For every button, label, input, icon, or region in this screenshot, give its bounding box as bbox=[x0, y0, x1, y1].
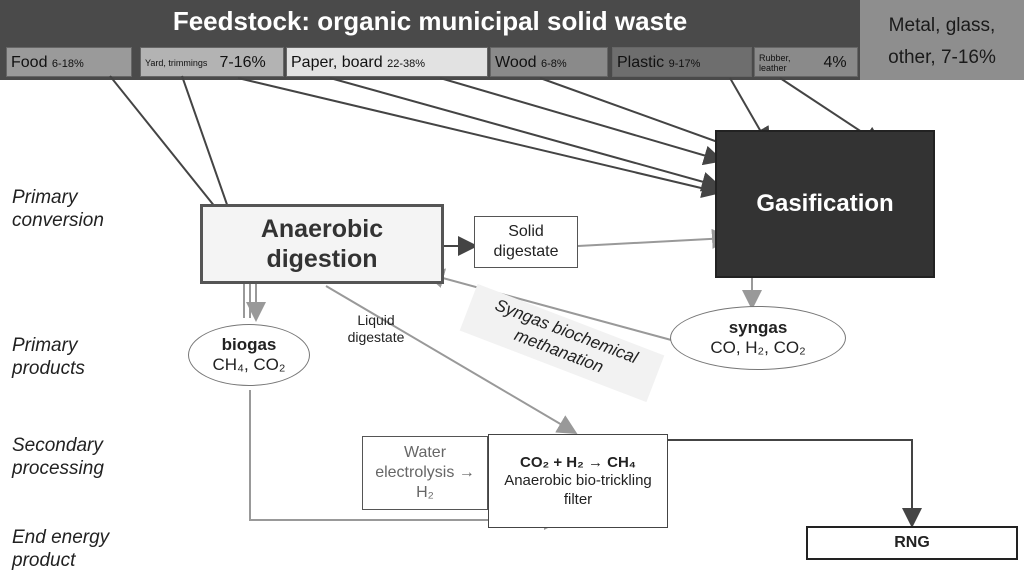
gasification-label: Gasification bbox=[756, 190, 894, 217]
arrow-syngas-anaerobic bbox=[424, 268, 687, 345]
liquid-digestate-label: Liquid digestate bbox=[347, 312, 405, 345]
category-name: Wood bbox=[495, 54, 537, 71]
arrow-paper-gasification-2 bbox=[439, 77, 724, 166]
stage-primary-conversion: Primary conversion bbox=[12, 187, 104, 231]
arrow-filter-rng bbox=[668, 439, 922, 528]
category-food: Food 6-18% bbox=[6, 47, 132, 77]
anaerobic-digestion-label: Anaerobic digestion bbox=[260, 215, 384, 273]
category-yard: Yard, trimmings 7-16% bbox=[140, 47, 284, 77]
biogas-label: biogas bbox=[221, 335, 277, 354]
category-pct: 6-8% bbox=[540, 58, 567, 70]
category-pct: 7-16% bbox=[219, 54, 266, 71]
arrow-liquid-filter bbox=[325, 285, 578, 435]
metal-glass-label: Metal, glass, other, 7-16% bbox=[888, 15, 996, 68]
rng-box: RNG bbox=[806, 526, 1018, 560]
feedstock-title: Feedstock: organic municipal solid waste bbox=[172, 6, 688, 36]
gasification-box: Gasification bbox=[715, 130, 935, 278]
category-pct: 6-18% bbox=[51, 58, 84, 70]
biogas-ellipse: biogas CH₄, CO₂ bbox=[188, 324, 310, 386]
stage-secondary-processing: Secondary processing bbox=[12, 435, 104, 479]
water-electrolysis-box: Water electrolysis → H₂ bbox=[362, 436, 488, 510]
filter-label: Anaerobic bio-trickling filter bbox=[504, 471, 652, 508]
arrow-yard-gasification bbox=[237, 77, 722, 199]
category-name: Yard, trimmings bbox=[145, 57, 208, 68]
reaction-label: CO₂ + H₂ → CH₄ bbox=[520, 453, 636, 471]
category-name: Rubber, leather bbox=[759, 52, 791, 73]
category-name: Paper, board bbox=[291, 54, 383, 71]
biogas-composition: CH₄, CO₂ bbox=[212, 355, 286, 374]
metal-glass-box bbox=[860, 0, 1024, 80]
category-pct: 22-38% bbox=[387, 58, 425, 70]
arrow-solid-gasification bbox=[577, 228, 732, 249]
arrow-wood-gasification bbox=[539, 77, 744, 154]
arrow-biogas-filter bbox=[249, 390, 564, 530]
syngas-ellipse: syngas CO, H₂, CO₂ bbox=[670, 306, 846, 370]
category-paper: Paper, board 22-38% bbox=[286, 47, 488, 77]
category-rubber: Rubber, leather 4% bbox=[754, 47, 858, 77]
syngas-label: syngas bbox=[728, 318, 788, 337]
category-name: Food bbox=[11, 54, 48, 71]
category-pct: 4% bbox=[823, 54, 847, 71]
water-electrolysis-label: Water electrolysis → H₂ bbox=[375, 444, 475, 501]
solid-digestate-box: Solid digestate bbox=[474, 216, 578, 268]
category-name: Plastic bbox=[617, 54, 665, 71]
syngas-composition: CO, H₂, CO₂ bbox=[710, 338, 806, 357]
stage-end-energy-product: End energy product bbox=[12, 527, 110, 571]
solid-digestate-label: Solid digestate bbox=[493, 223, 559, 260]
category-pct: 9-17% bbox=[668, 58, 701, 70]
arrow-paper-gasification bbox=[329, 77, 722, 192]
rng-label: RNG bbox=[894, 534, 930, 551]
anaerobic-digestion-box: Anaerobic digestion bbox=[200, 204, 444, 284]
stage-primary-products: Primary products bbox=[12, 335, 85, 379]
biotrickling-filter-box: CO₂ + H₂ → CH₄ Anaerobic bio-trickling f… bbox=[488, 434, 668, 528]
category-plastic: Plastic 9-17% bbox=[612, 47, 752, 77]
category-wood: Wood 6-8% bbox=[490, 47, 608, 77]
